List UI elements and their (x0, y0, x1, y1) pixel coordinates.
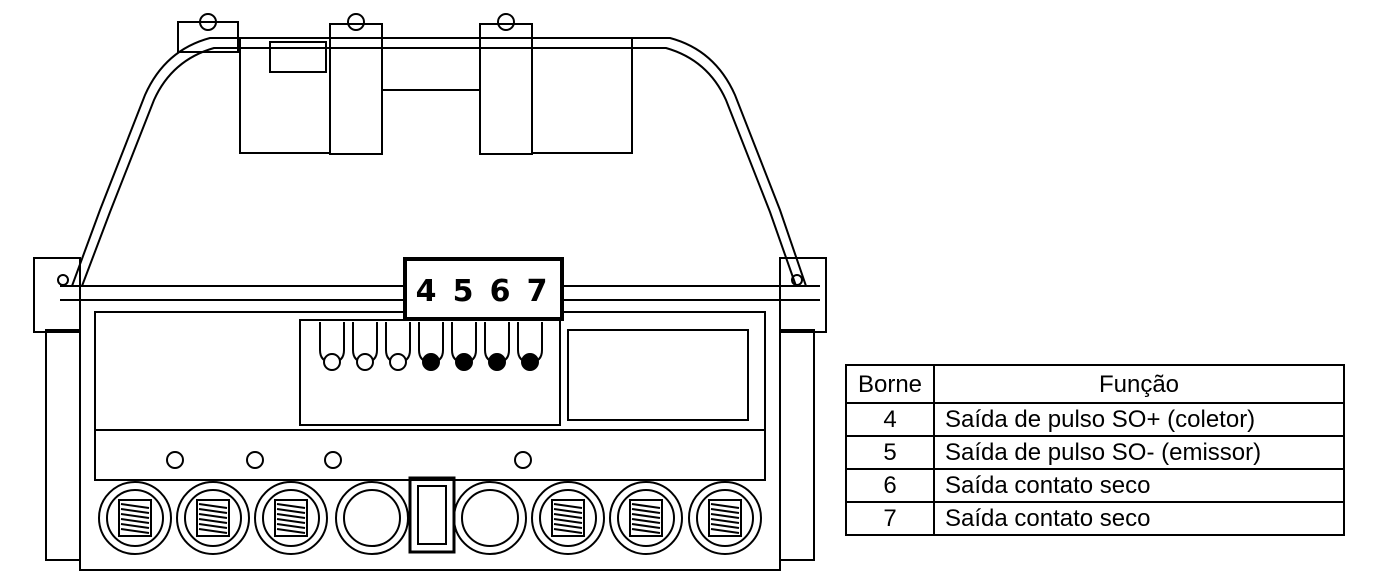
row-function: Saída de pulso SO- (emissor) (933, 435, 1345, 470)
main-terminals (98, 481, 762, 555)
aux-terminal-hole (323, 353, 341, 371)
output-terminal-dot (455, 353, 473, 371)
row-terminal: 7 (845, 501, 935, 536)
row-function: Saída contato seco (933, 468, 1345, 503)
aux-terminal-hole (389, 353, 407, 371)
output-terminal-dot (521, 353, 539, 371)
main-terminal-screw (688, 481, 762, 555)
terminal-function-table: Borne Função 4 Saída de pulso SO+ (colet… (845, 364, 1345, 536)
row-function: Saída de pulso SO+ (coletor) (933, 402, 1345, 437)
main-terminal-screw (335, 481, 409, 555)
terminal-label-box: 4 5 6 7 (403, 257, 564, 321)
meter-lower-body (79, 299, 781, 571)
main-terminal-screw (254, 481, 328, 555)
table-row: 6 Saída contato seco (845, 468, 1345, 503)
meter-upper-housing (70, 37, 808, 287)
auxiliary-terminal-holes (319, 322, 543, 371)
output-terminal-dot (422, 353, 440, 371)
terminal-label-6: 6 (490, 274, 511, 309)
table-header-row: Borne Função (845, 364, 1345, 404)
header-function: Função (933, 364, 1345, 404)
row-function: Saída contato seco (933, 501, 1345, 536)
terminal-label-7: 7 (527, 274, 548, 309)
meter-terminal-diagram: 4 5 6 7 (33, 13, 827, 571)
main-terminal-screw (98, 481, 172, 555)
meter-upper-housing-inner (81, 47, 797, 287)
main-terminal-screw (453, 481, 527, 555)
table-row: 7 Saída contato seco (845, 501, 1345, 536)
main-terminal-screw (609, 481, 683, 555)
header-terminal: Borne (845, 364, 935, 404)
center-link-block (408, 476, 456, 554)
row-terminal: 4 (845, 402, 935, 437)
main-terminal-screw (531, 481, 605, 555)
terminal-label-4: 4 (416, 274, 437, 309)
table-row: 4 Saída de pulso SO+ (coletor) (845, 402, 1345, 437)
output-terminal-dot (488, 353, 506, 371)
terminal-label-5: 5 (453, 274, 474, 309)
row-terminal: 6 (845, 468, 935, 503)
main-terminal-screw (176, 481, 250, 555)
row-terminal: 5 (845, 435, 935, 470)
aux-terminal-hole (356, 353, 374, 371)
table-row: 5 Saída de pulso SO- (emissor) (845, 435, 1345, 470)
lower-screw-holes (166, 451, 532, 469)
top-clamps (177, 13, 633, 155)
